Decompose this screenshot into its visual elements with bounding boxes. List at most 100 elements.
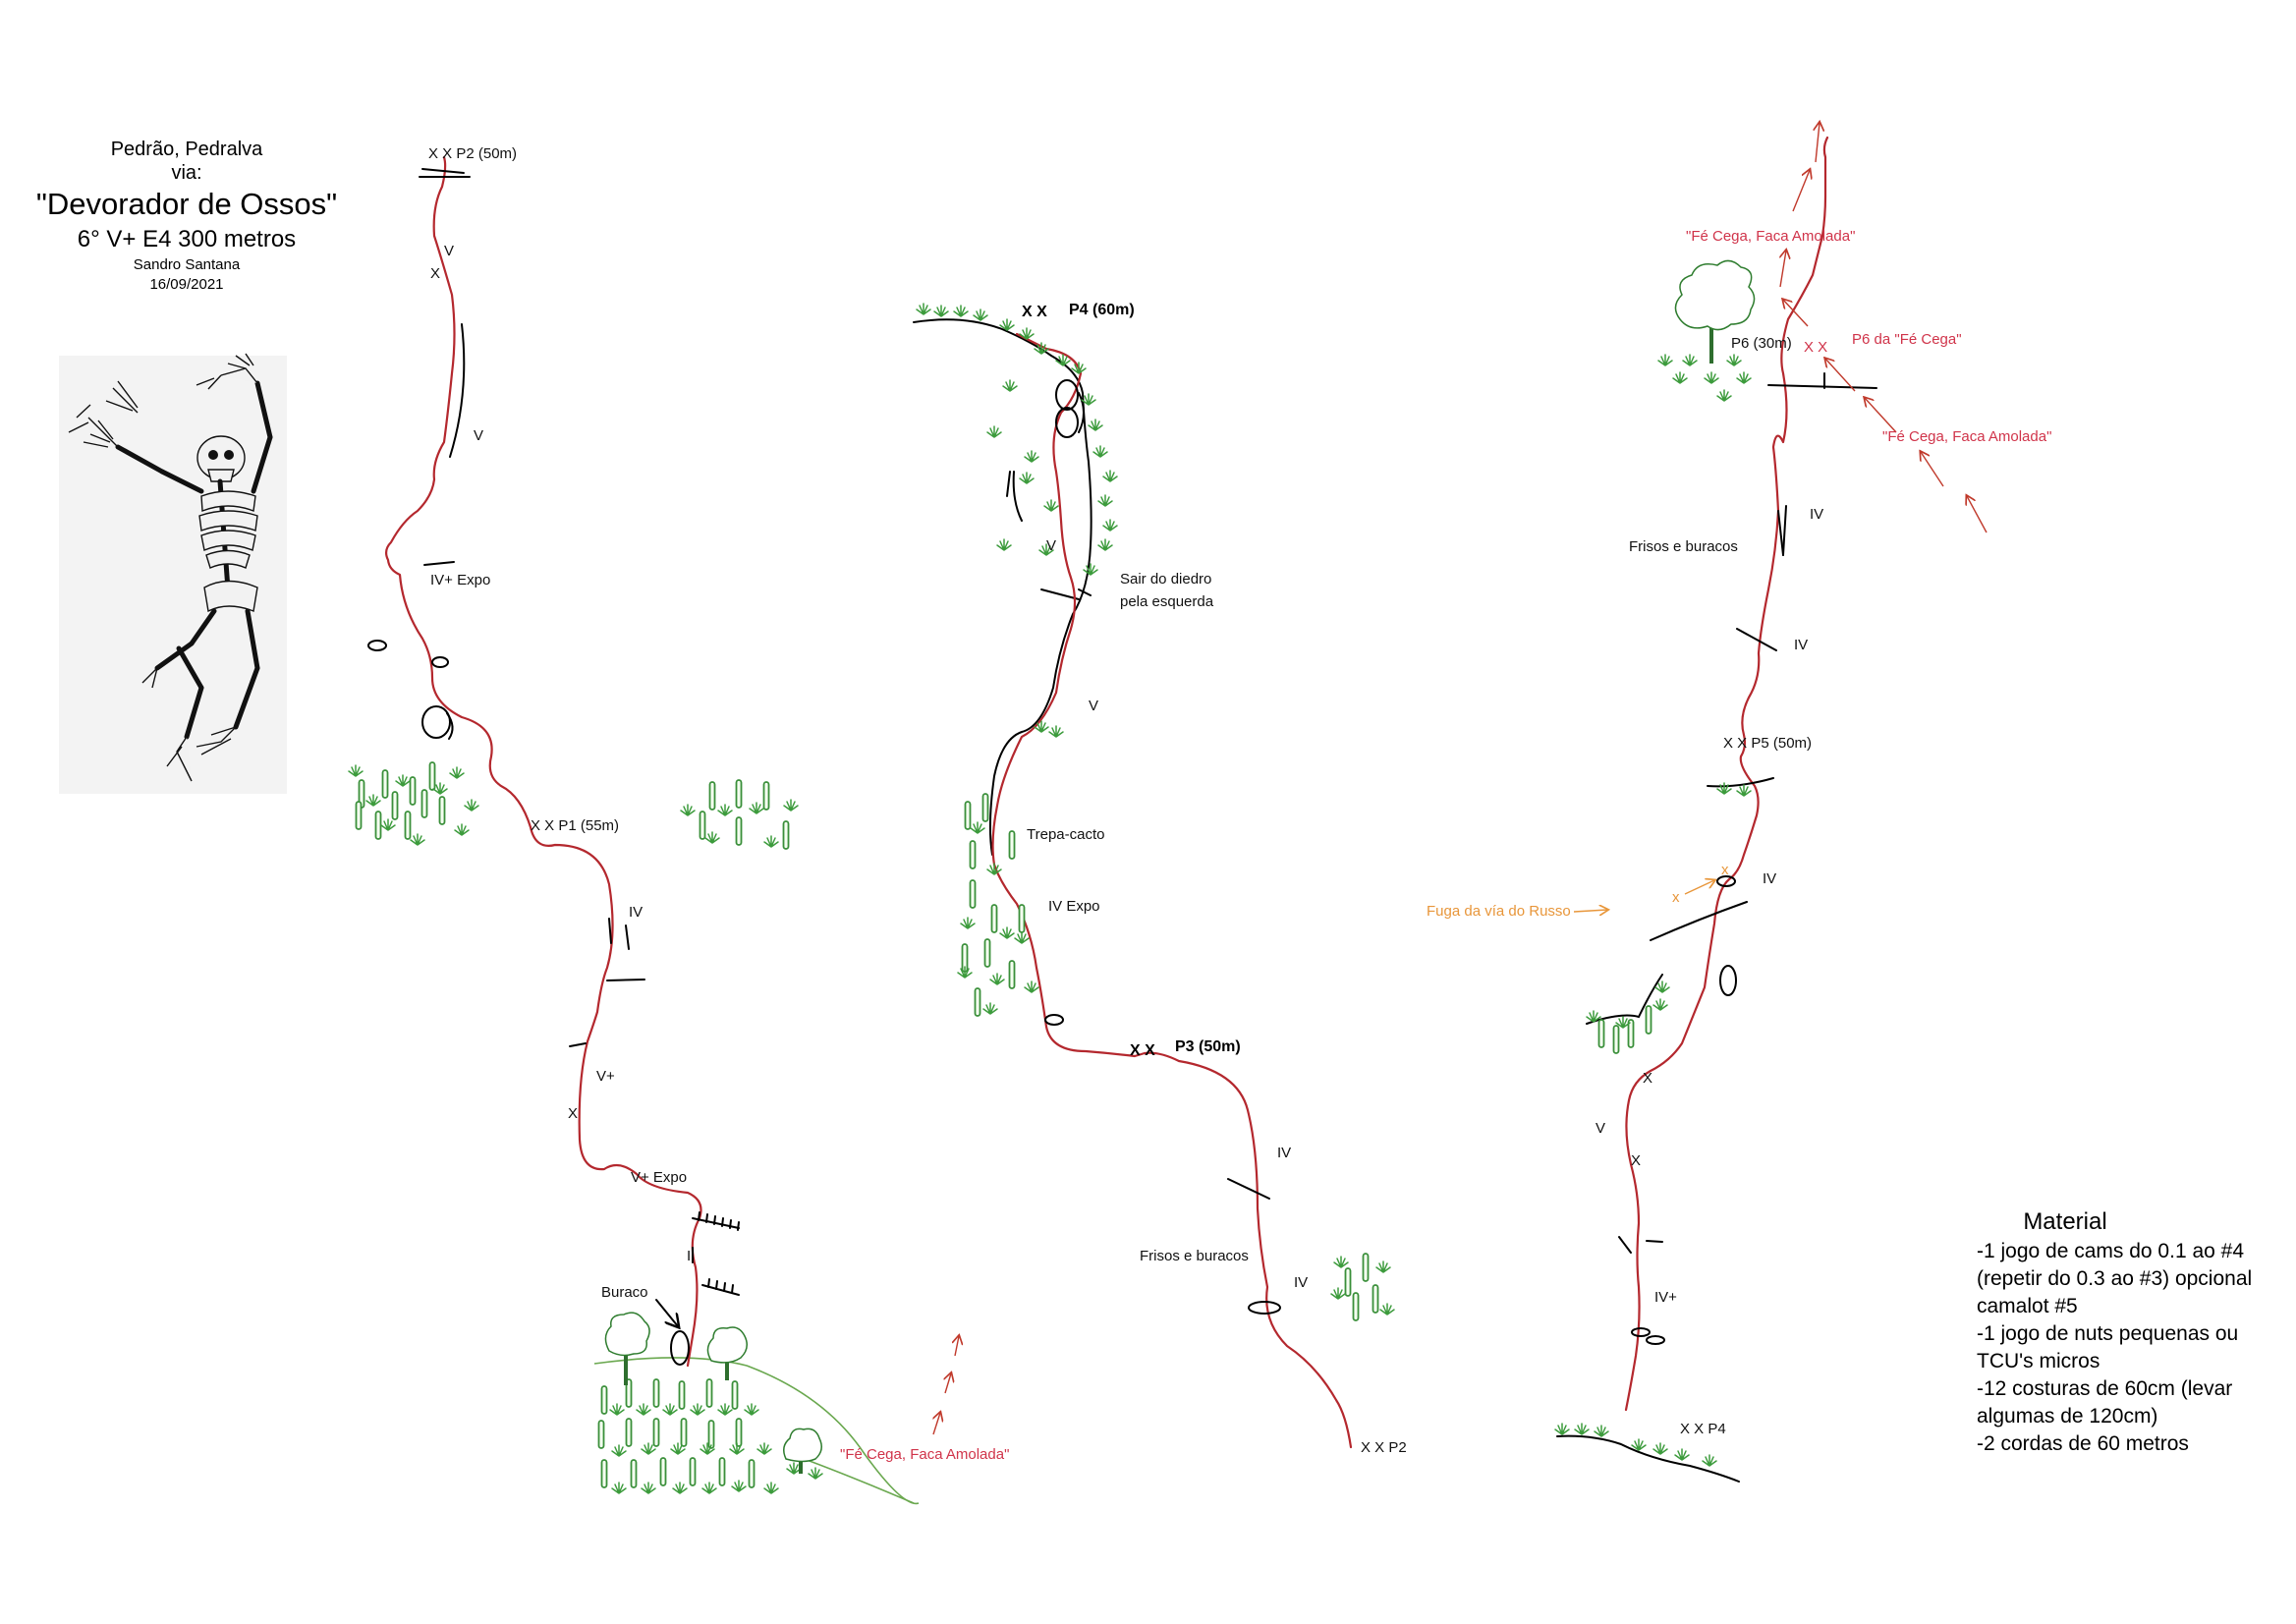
pitch-2-4-topo: X X P4 (60m) V Sair do diedro pela esque… [913,302,1407,1456]
grade-label: V [474,427,483,444]
hole-mark [1044,1014,1064,1026]
variant-arrow [933,1413,940,1435]
crack-mark-vplus [569,1042,587,1047]
anchor-label-p6: P6 (30m) [1731,335,1792,352]
grade-label: V [444,243,454,259]
grade-label: IV [1294,1274,1308,1291]
crack-mark [1040,588,1080,600]
cactus-cluster [348,761,479,846]
anchor-label-p2: X X P2 [1361,1439,1407,1456]
crack-mark [1646,1240,1663,1243]
variant-label: "Fé Cega, Faca Amolada" [1882,428,2051,445]
material-item: -1 jogo de nuts pequenas ou [1977,1322,2239,1345]
material-item: -2 cordas de 60 metros [1977,1432,2189,1455]
bolt-marker: X [1631,1152,1641,1169]
crack-line-ivplus [423,561,455,566]
hole-mark [367,640,387,651]
pitch-4-6-topo: x x "Fé Cega, Faca Amolada" P6 (30m) X X… [1427,123,2051,1483]
hole-mark-large [421,705,451,739]
belay-ledge-mark-2 [421,168,465,174]
bolt-marker: X [430,265,440,282]
grade-label: V+ Expo [631,1169,687,1186]
material-title: Material [2023,1208,2107,1235]
dihedral-crack-line [913,318,1092,856]
ground-line [593,1357,920,1505]
crack-line [1586,974,1663,1025]
feature-label-frisos: Frisos e buracos [1140,1248,1249,1264]
variant-arrow [1921,452,1944,487]
variant-arrow [945,1373,951,1394]
variant-arrow [1967,496,1988,533]
hole-mark [1248,1301,1281,1315]
anchor-label-p1: X X P1 (55m) [531,817,619,834]
dancing-skeleton-icon [59,353,287,794]
grade-label: IV+ [1654,1289,1677,1306]
variant-arrow [1825,359,1856,392]
material-item: camalot #5 [1977,1295,2078,1317]
grade-label: V [1596,1120,1605,1137]
variant-label: "Fé Cega, Faca Amolada" [840,1446,1009,1463]
variant-arrow [1816,123,1820,163]
hole-mark [1716,875,1736,887]
hole-mark [1719,965,1737,996]
anchor-label-p2: X X P2 (50m) [428,145,517,162]
grade-label: IV [1277,1145,1291,1161]
bolt-marker: x [1672,889,1680,906]
crack-mark [1006,471,1011,497]
anchor-label-p4: X X P4 [1680,1421,1726,1437]
escape-label: Fuga da vía do Russo [1427,903,1571,920]
tree-icon [706,1326,748,1380]
beta-note: pela esquerda [1120,593,1214,610]
material-item: -12 costuras de 60cm (levar [1977,1377,2233,1400]
grade-label: V [1089,698,1098,714]
tree-icon [604,1312,650,1385]
location-label: Pedrão, Pedralva [110,139,263,160]
route-grade: 6° V+ E4 300 metros [77,226,297,252]
buraco-arrow [655,1299,678,1326]
hole-mark [1631,1327,1651,1337]
bolt-marker: X [1643,1070,1652,1087]
topo-date: 16/09/2021 [149,276,224,293]
crack-mark [1012,471,1023,522]
ground-ledge-p4 [1556,1434,1740,1483]
hole-mark [1646,1335,1665,1345]
material-item: (repetir do 0.3 ao #3) opcional [1977,1267,2253,1290]
route-line-p2-p4 [991,332,1353,1449]
escape-arrow [1573,910,1607,912]
cactus-cluster [1586,980,1670,1054]
material-item: TCU's micros [1977,1350,2100,1372]
feature-label-frisos: Frisos e buracos [1629,538,1738,555]
ledge-line-p6 [1767,384,1877,389]
crack-mark [1782,505,1787,556]
via-label: via: [171,162,202,184]
grade-label: IV [1794,637,1808,653]
escape-arrow [1684,880,1714,895]
grade-label: V [1046,537,1056,554]
crack-mark [1227,1178,1270,1200]
crack-mark [1777,510,1784,556]
ladder-mark-1 [692,1211,740,1231]
grade-label: IV [1810,506,1823,523]
grade-label: I [687,1248,691,1264]
crack-mark [446,712,454,740]
route-line-p4-p6 [1624,136,1829,1412]
crack-mark [1078,392,1085,433]
anchor-label-p5: X X P5 (50m) [1723,735,1812,752]
hole-mark [1055,379,1079,411]
bolt-marker: x [1721,862,1729,878]
crack-line-v [449,323,466,458]
tree-icon [1674,259,1756,364]
anchor-label-p3: P3 (50m) [1175,1038,1241,1055]
hole-mark [1055,407,1079,438]
crack-mark-iv-2 [625,924,630,950]
grass-cluster [916,303,1118,738]
cactus-cluster [680,779,799,850]
crack-mark [1736,628,1777,651]
grade-label: IV [1763,870,1776,887]
crack-mark [1078,588,1092,596]
material-item: algumas de 120cm) [1977,1405,2158,1428]
variant-label: P6 da "Fé Cega" [1852,331,1962,348]
bolt-marker: X X [1130,1042,1155,1059]
variant-arrow [1865,398,1897,433]
